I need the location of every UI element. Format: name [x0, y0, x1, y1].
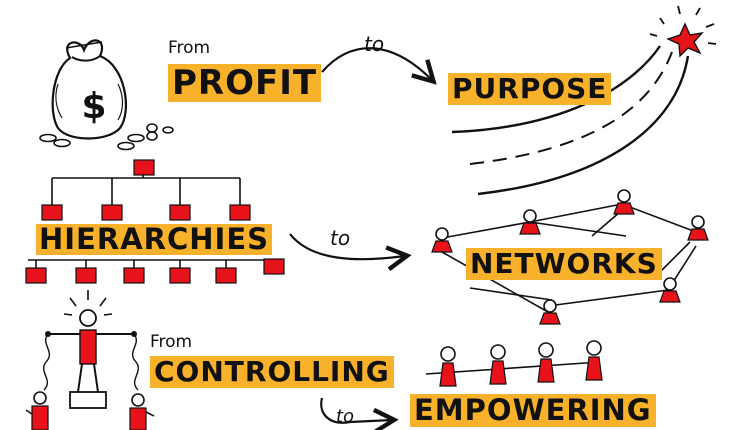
networks-label: NETWORKS [466, 248, 662, 280]
empowering-label: EMPOWERING [410, 394, 656, 427]
person-icon [439, 346, 457, 387]
profit-label: PROFIT [168, 64, 322, 102]
person-icon [585, 340, 603, 381]
org-chart-boxes [25, 159, 285, 284]
person-icon [539, 299, 561, 325]
person-icon [659, 277, 681, 303]
arrow-controlling-to-empowering [320, 397, 392, 423]
from-label: From [150, 332, 193, 352]
star-icon [649, 5, 717, 58]
person-icon [489, 344, 507, 385]
controlling-label: CONTROLLING [150, 356, 394, 388]
empowered-people [425, 340, 603, 387]
purpose-label: PURPOSE [448, 73, 612, 105]
person-icon [613, 189, 635, 215]
to-label: to [336, 406, 355, 427]
road-icon [451, 45, 690, 196]
arrow-hierarchies-to-networks [289, 233, 405, 259]
arrow-profit-to-purpose [321, 47, 432, 80]
person-icon [537, 342, 555, 383]
to-label: to [364, 32, 385, 56]
person-icon [519, 209, 541, 235]
hierarchies-label: HIERARCHIES [36, 224, 273, 255]
puppet-left [25, 391, 49, 430]
from-label: From [168, 38, 211, 58]
puppet-right [129, 393, 155, 430]
network-links [441, 203, 697, 313]
person-icon [431, 227, 453, 253]
network-people [431, 189, 709, 325]
to-label: to [330, 226, 351, 250]
money-bag-icon: $ [39, 39, 174, 151]
person-icon [687, 215, 709, 241]
dollar-sign: $ [81, 86, 106, 127]
puppeteer-icon [43, 290, 139, 409]
